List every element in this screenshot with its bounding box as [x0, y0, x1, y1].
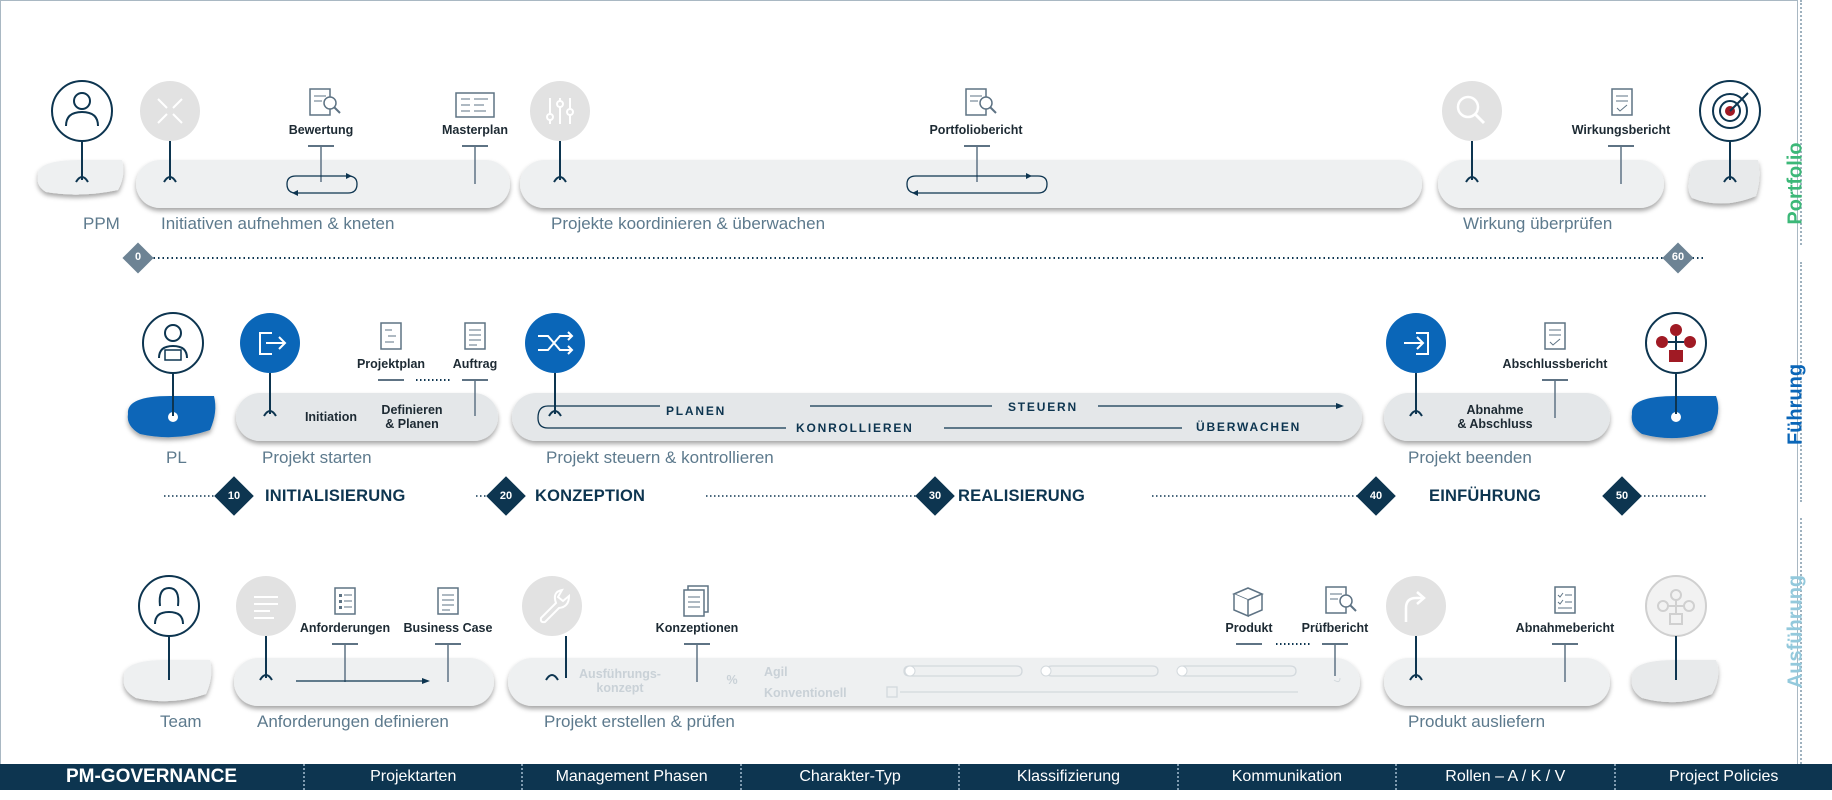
- milestone-label: 0: [134, 251, 142, 263]
- pill-beenden: [1384, 393, 1610, 441]
- faint-agil: Agil: [764, 665, 788, 679]
- group-label: Projekt steuern & kontrollieren: [546, 448, 774, 467]
- phase-diamond-20: [486, 476, 526, 516]
- role-label: PL: [166, 448, 187, 467]
- doc-abschlussbericht-icon: [1544, 322, 1566, 350]
- upload-arrow-icon: [1386, 576, 1446, 636]
- pill-wirkung: [1438, 160, 1664, 208]
- nav-klassifizierung[interactable]: Klassifizierung: [960, 764, 1179, 790]
- doc-label: Auftrag: [452, 357, 498, 371]
- list-icon: [236, 576, 296, 636]
- doc-konzeptionen-icon: [683, 585, 709, 617]
- phase-label-einfuehrung: EINFÜHRUNG: [1429, 487, 1541, 505]
- faint-percent: %: [726, 673, 738, 687]
- group-label: Wirkung überprüfen: [1463, 214, 1613, 233]
- phase-number: 40: [1369, 490, 1383, 502]
- role-label: Team: [160, 712, 202, 731]
- pill-anforderungen: [234, 658, 494, 706]
- search-icon: [1442, 81, 1502, 141]
- doc-label: Portfoliobericht: [929, 123, 1023, 137]
- group-label: Anforderungen definieren: [257, 712, 449, 731]
- flow-label-steuern: STEUERN: [1008, 400, 1078, 414]
- group-label: Projekt starten: [262, 448, 372, 467]
- person-female-icon: [138, 575, 200, 637]
- diagram-graphics: [37, 80, 1761, 706]
- doc-auftrag-icon: [464, 322, 486, 350]
- doc-wirkungsbericht-icon: [1611, 88, 1633, 116]
- person-reading-icon: [142, 312, 204, 374]
- phase-label-initialisierung: INITIALISIERUNG: [265, 487, 406, 505]
- phase-diamond-10: [214, 476, 254, 516]
- phase-label-konzeption: KONZEPTION: [535, 487, 646, 505]
- doc-projektplan-icon: [380, 322, 402, 350]
- pill-initiation-label: Initiation: [304, 410, 358, 424]
- doc-label: Prüfbericht: [1301, 621, 1369, 635]
- phase-diamond-30: [915, 476, 955, 516]
- doc-label: Wirkungsbericht: [1571, 123, 1671, 137]
- doc-portfoliobericht-icon: [965, 88, 997, 116]
- faint-konventionell: Konventionell: [764, 686, 847, 700]
- doc-label: Abschlussbericht: [1502, 357, 1608, 371]
- pill-erstellen: [508, 658, 1360, 706]
- nav-pm-governance[interactable]: PM-GOVERNANCE: [0, 764, 305, 790]
- nav-kommunikation[interactable]: Kommunikation: [1179, 764, 1398, 790]
- role-pad-team: [123, 660, 212, 702]
- doc-label: Bewertung: [288, 123, 354, 137]
- doc-label: Masterplan: [442, 123, 508, 137]
- compress-icon: [140, 81, 200, 141]
- doc-label: Konzeptionen: [655, 621, 739, 635]
- pill-definieren-label: Definieren & Planen: [381, 403, 443, 431]
- nav-projektarten[interactable]: Projektarten: [305, 764, 524, 790]
- doc-abnahmebericht-icon: [1554, 586, 1576, 614]
- group-label: Projekte koordinieren & überwachen: [551, 214, 826, 233]
- faint-ausfuehrungskonzept: Ausführungs- konzept: [579, 667, 661, 695]
- nav-rollen[interactable]: Rollen – A / K / V: [1397, 764, 1616, 790]
- flow-label-planen: PLANEN: [666, 404, 727, 418]
- group-label: Projekt beenden: [1408, 448, 1532, 467]
- phase-label-realisierung: REALISIERUNG: [958, 487, 1086, 505]
- lane-divider: [1800, 518, 1802, 764]
- role-label: PPM: [83, 214, 120, 233]
- lane-divider: [1800, 0, 1802, 245]
- frame-border: [0, 0, 1798, 764]
- doc-label: Business Case: [403, 621, 493, 635]
- milestone-0: [122, 242, 154, 274]
- role-pad-team-right: [1631, 660, 1719, 703]
- phase-number: 30: [928, 490, 942, 502]
- nav-management-phasen[interactable]: Management Phasen: [523, 764, 742, 790]
- doc-label: Projektplan: [356, 357, 426, 371]
- flow-label-kontrollieren: KONROLLIEREN: [796, 421, 914, 435]
- nav-project-policies[interactable]: Project Policies: [1669, 768, 1779, 785]
- pill-projekt-starten: [236, 393, 498, 441]
- phase-number: 20: [499, 490, 513, 502]
- governance-nav-bar: PM-GOVERNANCE Projektarten Management Ph…: [0, 764, 1832, 790]
- doc-masterplan-icon: [455, 92, 495, 118]
- doc-anforderungen-icon: [334, 587, 356, 615]
- doc-label: Anforderungen: [299, 621, 391, 635]
- pill-initiativen: [136, 160, 510, 208]
- nav-charakter-typ[interactable]: Charakter-Typ: [742, 764, 961, 790]
- phase-number: 10: [227, 490, 241, 502]
- doc-business-case-icon: [437, 587, 459, 615]
- pill-koordinieren: [520, 160, 1422, 208]
- group-label: Produkt ausliefern: [1408, 712, 1546, 731]
- pill-ausliefern: [1384, 658, 1610, 706]
- phase-number: 50: [1615, 490, 1629, 502]
- flow-label-ueberwachen: ÜBERWACHEN: [1196, 420, 1302, 434]
- lane-divider: [1800, 262, 1802, 502]
- group-label: Initiativen aufnehmen & kneten: [161, 214, 395, 233]
- group-label: Projekt erstellen & prüfen: [544, 712, 735, 731]
- doc-bewertung-icon: [309, 88, 341, 116]
- doc-label: Abnahmebericht: [1515, 621, 1615, 635]
- doc-pruefbericht-icon: [1325, 586, 1357, 614]
- milestone-label: 60: [1671, 251, 1685, 263]
- doc-label: Produkt: [1225, 621, 1273, 635]
- box-icon: [1232, 587, 1264, 618]
- pill-abnahme-label: Abnahme & Abschluss: [1457, 403, 1533, 431]
